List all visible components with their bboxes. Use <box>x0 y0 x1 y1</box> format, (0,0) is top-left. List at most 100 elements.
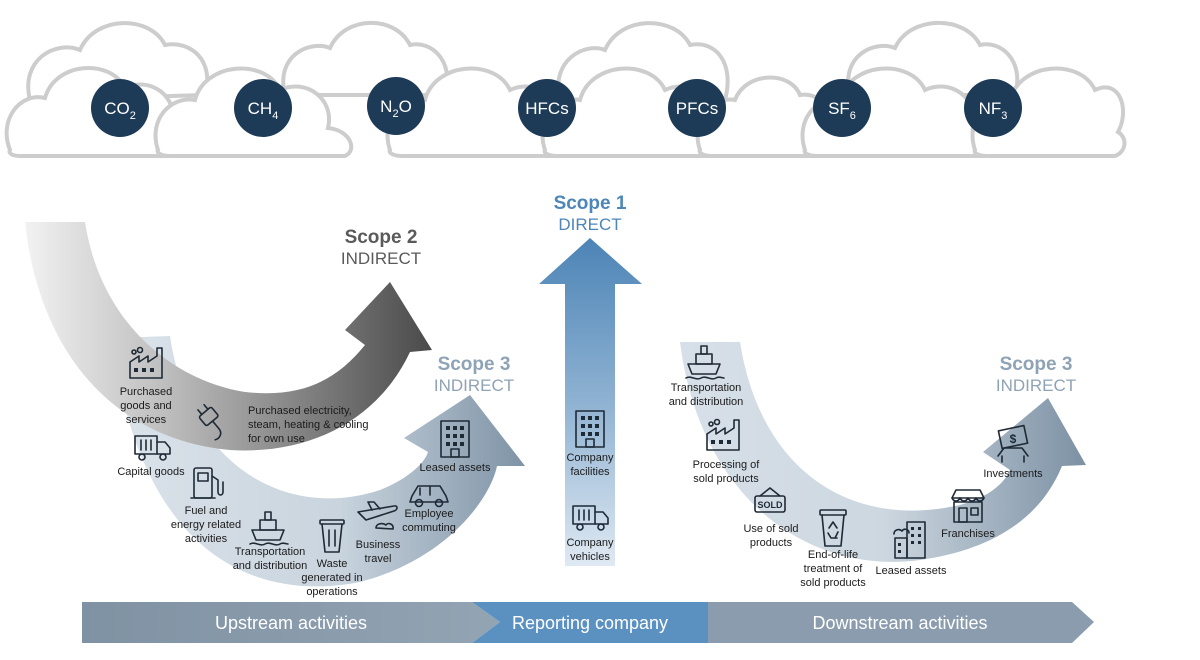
svg-text:Scope 1: Scope 1 <box>554 193 627 214</box>
item-fuel-energy: Fuel and energy related activities <box>171 467 241 545</box>
svg-text:goods and: goods and <box>120 400 171 412</box>
svg-text:CH4: CH4 <box>248 99 279 122</box>
item-upstream-transportation: Transportation and distribution <box>233 511 308 572</box>
money-icon: $ <box>997 424 1029 463</box>
buildings-icon <box>893 521 926 559</box>
svg-text:SOLD: SOLD <box>757 500 783 510</box>
svg-text:DIRECT: DIRECT <box>558 215 621 234</box>
factory-icon <box>706 418 740 451</box>
item-end-of-life: End-of-life treatment of sold products <box>800 509 866 589</box>
fuel-pump-icon <box>190 467 224 499</box>
gas-list: CO2 CH4 N2O HFCs PFCs SF6 NF3 <box>91 77 1022 137</box>
svg-text:INDIRECT: INDIRECT <box>434 376 514 395</box>
store-icon <box>951 489 985 523</box>
ship-icon <box>249 511 289 546</box>
svg-text:Transportation: Transportation <box>671 382 742 394</box>
svg-text:facilities: facilities <box>570 466 610 478</box>
item-processing: Processing of sold products <box>693 418 761 485</box>
svg-text:Purchased electricity,: Purchased electricity, <box>248 405 352 417</box>
item-waste: Waste generated in operations <box>301 519 363 598</box>
svg-text:N2O: N2O <box>380 97 412 120</box>
reporting-bar <box>472 602 708 643</box>
gas-pfcs: PFCs <box>668 79 726 137</box>
svg-text:treatment of: treatment of <box>804 563 864 575</box>
gas-ch4: CH4 <box>234 79 292 137</box>
svg-text:steam, heating & cooling: steam, heating & cooling <box>248 419 368 431</box>
value-chain-bar: Upstream activities Reporting company Do… <box>82 602 1094 643</box>
item-purchased-electricity: Purchased electricity, steam, heating & … <box>197 403 368 445</box>
svg-text:Purchased: Purchased <box>120 386 173 398</box>
item-company-facilities: Company facilities <box>566 410 614 478</box>
svg-text:Company: Company <box>566 452 614 464</box>
item-capital-goods: Capital goods <box>117 435 185 478</box>
item-employee-commuting: Employee commuting <box>402 485 456 534</box>
gas-nf3: NF3 <box>964 79 1022 137</box>
svg-text:NF3: NF3 <box>979 99 1008 122</box>
scope3-upstream-heading: Scope 3 INDIRECT <box>434 354 514 395</box>
item-business-travel: Business travel <box>356 501 401 565</box>
svg-text:generated in: generated in <box>301 572 362 584</box>
svg-text:PFCs: PFCs <box>676 99 719 118</box>
office-building-icon <box>575 410 605 448</box>
svg-text:Scope 3: Scope 3 <box>438 354 511 375</box>
scope2-heading: Scope 2 INDIRECT <box>341 227 421 268</box>
sold-sign-icon: SOLD <box>754 487 786 513</box>
svg-text:$: $ <box>1010 432 1017 446</box>
svg-text:HFCs: HFCs <box>525 99 568 118</box>
svg-text:Processing of: Processing of <box>693 459 761 471</box>
electric-plug-icon <box>197 403 222 441</box>
svg-text:INDIRECT: INDIRECT <box>996 376 1076 395</box>
downstream-label: Downstream activities <box>812 613 987 633</box>
svg-text:Franchises: Franchises <box>941 528 995 540</box>
item-investments: $ Investments <box>983 424 1043 480</box>
gas-hfcs: HFCs <box>518 79 576 137</box>
svg-text:services: services <box>126 414 167 426</box>
svg-text:Scope 3: Scope 3 <box>1000 354 1073 375</box>
downstream-bar <box>708 602 1094 643</box>
svg-text:Leased assets: Leased assets <box>876 565 947 577</box>
svg-text:Capital goods: Capital goods <box>117 466 185 478</box>
gas-co2: CO2 <box>91 79 149 137</box>
scope2-arrow <box>25 222 432 451</box>
reporting-label: Reporting company <box>512 613 668 633</box>
gas-n2o: N2O <box>367 77 425 135</box>
svg-text:End-of-life: End-of-life <box>808 549 858 561</box>
item-company-vehicles: Company vehicles <box>566 505 614 563</box>
truck-icon <box>572 505 609 531</box>
trash-bin-icon <box>319 519 345 553</box>
scope1-heading: Scope 1 DIRECT <box>554 193 627 234</box>
ship-icon <box>685 345 725 380</box>
cloud-icon <box>281 20 450 97</box>
svg-text:energy related: energy related <box>171 519 241 531</box>
scope1-arrow <box>539 238 642 566</box>
svg-text:sold products: sold products <box>693 473 759 485</box>
scope3-upstream-arrow <box>112 336 525 587</box>
svg-text:vehicles: vehicles <box>570 551 610 563</box>
item-downstream-leased-assets: Leased assets <box>876 521 947 577</box>
svg-text:Use of sold: Use of sold <box>743 523 798 535</box>
airplane-icon <box>357 501 398 530</box>
svg-text:Business: Business <box>356 539 401 551</box>
svg-text:Waste: Waste <box>317 558 348 570</box>
svg-text:Company: Company <box>566 537 614 549</box>
svg-text:products: products <box>750 537 793 549</box>
scope3-downstream-heading: Scope 3 INDIRECT <box>996 354 1076 395</box>
svg-text:operations: operations <box>306 586 358 598</box>
car-icon <box>409 485 449 508</box>
svg-text:commuting: commuting <box>402 522 456 534</box>
svg-text:for own use: for own use <box>248 433 305 445</box>
svg-text:Scope 2: Scope 2 <box>345 227 418 248</box>
office-building-icon <box>440 420 470 458</box>
svg-text:sold products: sold products <box>800 577 866 589</box>
item-downstream-transportation: Transportation and distribution <box>669 345 743 408</box>
item-purchased-goods: Purchased goods and services <box>120 346 173 426</box>
svg-text:Leased assets: Leased assets <box>420 462 491 474</box>
truck-icon <box>134 435 171 461</box>
svg-text:activities: activities <box>185 533 228 545</box>
svg-text:CO2: CO2 <box>104 99 136 122</box>
svg-text:and distribution: and distribution <box>233 560 308 572</box>
factory-icon <box>129 346 163 379</box>
recycle-bin-icon <box>819 509 847 547</box>
svg-text:SF6: SF6 <box>828 99 856 122</box>
